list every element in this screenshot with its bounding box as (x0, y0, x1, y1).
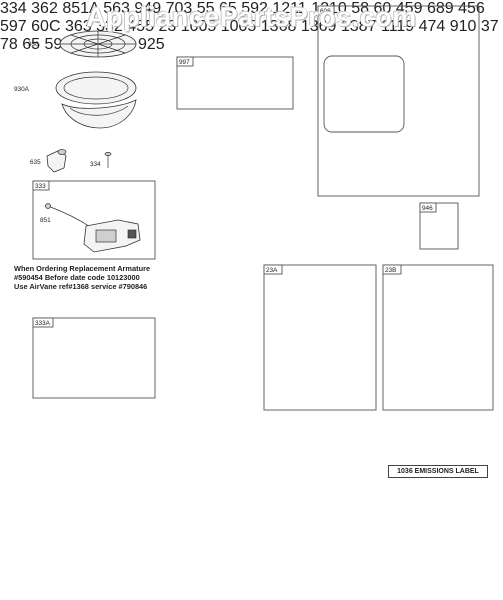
label-1368: 1368 (260, 18, 297, 35)
watermark: AppliancePartsPros.com (86, 2, 417, 32)
label-597: 597 (0, 18, 27, 35)
label-1005-b: 1005 (220, 18, 257, 35)
box-label-23b: 23B (385, 267, 396, 274)
box-label-997: 997 (179, 59, 190, 66)
box-label-333a: 333A (35, 320, 51, 327)
label-455: 455 (127, 18, 154, 35)
label-58: 58 (351, 0, 370, 17)
label-925: 925 (137, 36, 165, 53)
emissions-label-box: 1036 EMISSIONS LABEL (388, 465, 488, 478)
label-1119: 1119 (380, 18, 415, 35)
part-armature-333 (83, 219, 141, 253)
label-60: 60 (373, 0, 392, 17)
label-851: 851 (40, 217, 51, 224)
label-334-b: 334 (0, 0, 27, 17)
label-689: 689 (426, 0, 454, 17)
label-456: 456 (458, 0, 485, 17)
box-946: 946 (419, 202, 459, 250)
label-1211: 1211 (272, 0, 307, 17)
label-563: 563 (103, 0, 130, 17)
box-label-946: 946 (422, 205, 433, 212)
note-line-3: Use AirVane ref#1368 service #790846 (14, 282, 148, 292)
box-23a: 23A (263, 264, 377, 411)
label-1387: 1387 (340, 18, 377, 35)
label-851a: 851A (62, 0, 99, 17)
label-592-a: 592 (241, 0, 268, 17)
part-851-wire (45, 203, 93, 229)
part-930a-screen-cover (55, 71, 137, 129)
label-635: 635 (30, 159, 41, 166)
label-334-a: 334 (90, 161, 101, 168)
box-label-606: 606 (320, 8, 331, 15)
label-37: 37 (480, 18, 499, 35)
label-910: 910 (449, 18, 477, 35)
label-363: 363 (64, 18, 92, 35)
box-23b: 23B (382, 264, 494, 411)
label-362: 362 (31, 0, 58, 17)
label-23: 23 (158, 18, 177, 35)
part-334-screw-a (104, 152, 112, 168)
label-930: 930 (28, 41, 39, 48)
label-65-a: 65 (218, 0, 237, 17)
part-635-elbow (46, 149, 67, 173)
label-55: 55 (196, 0, 215, 17)
label-459: 459 (395, 0, 423, 17)
box-label-23a: 23A (266, 267, 278, 274)
box-333a: 333A (32, 317, 156, 399)
label-65-b: 65 (22, 36, 41, 53)
box-333: 333 (32, 180, 156, 260)
label-1005-a: 1005 (180, 18, 217, 35)
label-930a: 930A (14, 86, 30, 93)
label-474: 474 (418, 18, 446, 35)
armature-ordering-note: When Ordering Replacement Armature #5904… (14, 264, 184, 292)
label-703: 703 (165, 0, 193, 17)
box-997: 997 (176, 56, 294, 110)
note-line-2: #590454 Before date code 10123000 (14, 273, 140, 283)
label-949: 949 (134, 0, 162, 17)
box-606: 606 (317, 5, 480, 197)
label-1369: 1369 (300, 18, 337, 35)
part-930-rotating-screen (59, 30, 137, 58)
note-line-1: When Ordering Replacement Armature (14, 264, 151, 273)
label-60c: 60C (31, 18, 61, 35)
box-label-333: 333 (35, 183, 46, 190)
label-78: 78 (0, 36, 18, 53)
